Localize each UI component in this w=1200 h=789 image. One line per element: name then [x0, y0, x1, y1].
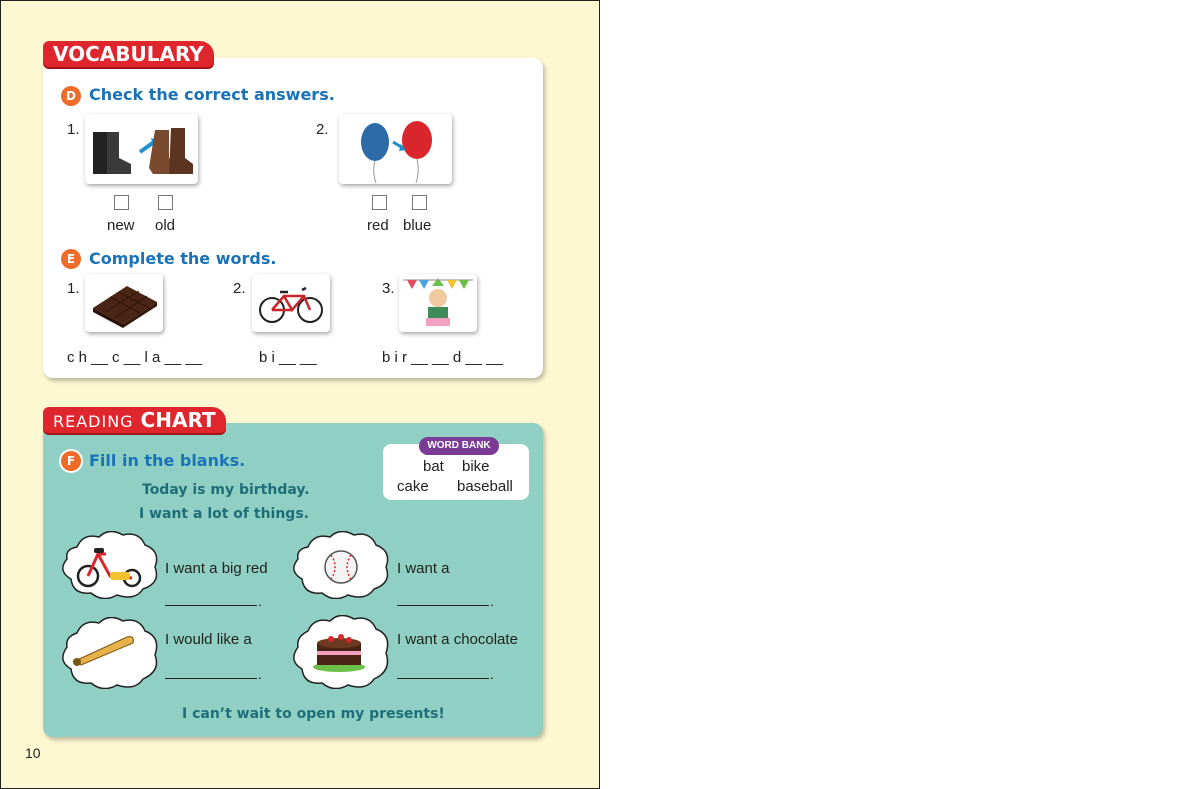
d-item-1-option-new: new — [107, 217, 135, 234]
exercise-f-heading: Fill in the blanks. — [89, 451, 246, 470]
boots-icon — [85, 114, 198, 184]
e-item-2-number: 2. — [233, 280, 246, 297]
exercise-d-heading: Check the correct answers. — [89, 85, 335, 104]
intro-line-2: I want a lot of things. — [139, 506, 309, 522]
blank-period: . — [490, 666, 494, 682]
d-item-2-checkbox-blue[interactable] — [412, 195, 427, 210]
e-item-1-number: 1. — [67, 280, 80, 297]
d-item-2-checkbox-red[interactable] — [372, 195, 387, 210]
word-bank-word: bike — [462, 458, 490, 475]
exercise-f-badge: F — [61, 451, 81, 471]
d-item-1-number: 1. — [67, 121, 80, 138]
baseball-icon — [323, 549, 359, 590]
f-item-1-text: I want a big red — [165, 560, 268, 577]
exercise-d-badge: D — [61, 86, 81, 106]
word-bank-word: bat — [423, 458, 444, 475]
balloons-icon — [339, 114, 452, 184]
blank-period: . — [258, 666, 262, 682]
bicycle-icon — [252, 274, 330, 332]
d-item-2-option-blue: blue — [403, 217, 432, 234]
intro-line-1: Today is my birthday. — [142, 482, 310, 498]
e-item-2-pattern: b i __ __ — [259, 349, 317, 366]
word-bank-word: cake — [397, 478, 429, 495]
reading-chart-tag-bold: CHART — [140, 408, 216, 432]
e-item-3-pattern: b i r __ __ d __ __ — [382, 349, 503, 366]
thought-cloud — [62, 531, 158, 599]
d-item-2-number: 2. — [316, 121, 329, 138]
word-bank-label: WORD BANK — [419, 437, 499, 455]
answer-blank[interactable] — [165, 604, 257, 606]
f-item-3-text: I would like a — [165, 631, 252, 648]
birthday-boy-icon — [399, 274, 477, 332]
d-item-2-option-red: red — [367, 217, 389, 234]
e-item-3-number: 3. — [382, 280, 395, 297]
e-item-1-pattern: c h __ c __ l a __ __ — [67, 349, 203, 366]
exercise-e-badge: E — [61, 249, 81, 269]
page-number: 10 — [25, 745, 41, 761]
answer-blank[interactable] — [165, 677, 257, 679]
blank-period: . — [490, 593, 494, 609]
word-bank-word: baseball — [457, 478, 513, 495]
d-item-1-option-old: old — [155, 217, 176, 234]
vocabulary-tag: VOCABULARY — [43, 41, 214, 67]
d-item-1-checkbox-new[interactable] — [114, 195, 129, 210]
chocolate-icon — [85, 274, 163, 332]
answer-blank[interactable] — [397, 677, 489, 679]
cake-icon — [309, 629, 369, 678]
closing-line: I can’t wait to open my presents! — [182, 706, 445, 722]
reading-chart-tag-light: READING — [53, 412, 134, 431]
blank-period: . — [258, 593, 262, 609]
reading-chart-tag: READING CHART — [43, 407, 226, 433]
d-item-1-checkbox-old[interactable] — [158, 195, 173, 210]
exercise-e-heading: Complete the words. — [89, 249, 277, 268]
f-item-4-text: I want a chocolate — [397, 631, 518, 648]
f-item-2-text: I want a — [397, 560, 450, 577]
answer-blank[interactable] — [397, 604, 489, 606]
tricycle-icon — [74, 544, 146, 593]
workbook-page: VOCABULARY D Check the correct answers. … — [0, 0, 600, 789]
bat-icon — [69, 631, 139, 672]
